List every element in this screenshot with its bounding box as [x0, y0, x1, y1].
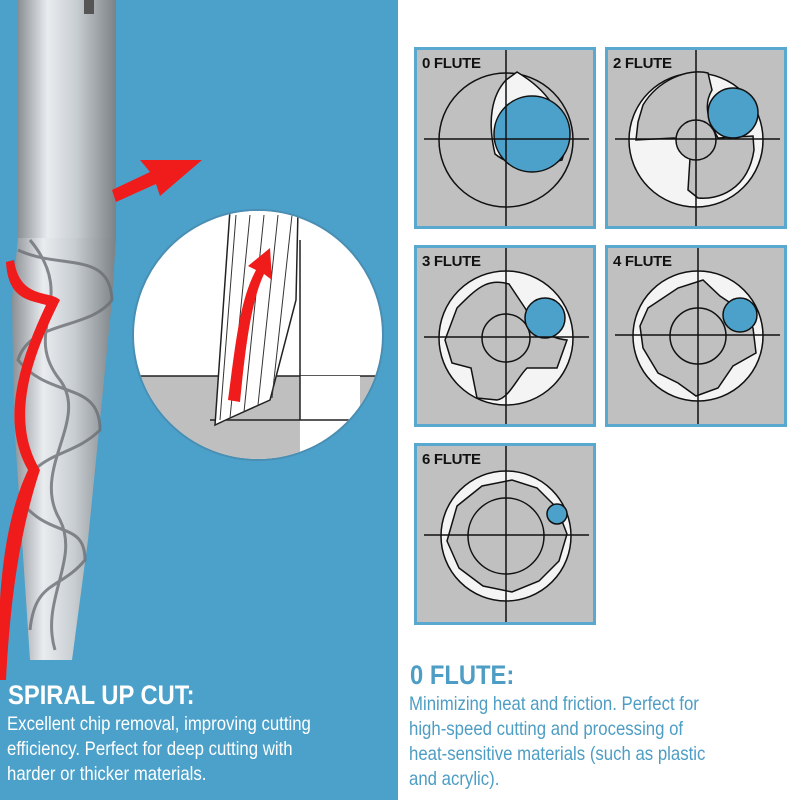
flute-desc-line: and acrylic).: [409, 768, 500, 790]
panel-2-flute: 2 FLUTE: [605, 47, 787, 229]
panel-label: 4 FLUTE: [613, 253, 672, 270]
panel-label: 0 FLUTE: [422, 55, 481, 72]
spiral-desc-line: Excellent chip removal, improving cuttin…: [7, 713, 311, 735]
blue-chip-circle: [546, 503, 568, 525]
drill-bit-illustration: [0, 0, 384, 680]
drill-shank: [18, 0, 116, 238]
blue-chip-circle: [722, 297, 758, 333]
flute-comparison-section: 0 FLUTE 2 FLUTE 3 FLUTE: [398, 0, 800, 800]
spiral-desc-line: harder or thicker materials.: [7, 763, 207, 785]
spiral-up-cut-section: SPIRAL UP CUT: Excellent chip removal, i…: [0, 0, 398, 800]
flute-title: 0 FLUTE:: [410, 660, 515, 690]
panel-4-flute: 4 FLUTE: [605, 245, 787, 427]
spiral-arrow: [0, 260, 60, 680]
spiral-desc-line: efficiency. Perfect for deep cutting wit…: [7, 738, 293, 760]
flute-desc-line: heat-sensitive materials (such as plasti…: [409, 743, 706, 765]
panel-3-flute: 3 FLUTE: [414, 245, 596, 427]
panel-label: 3 FLUTE: [422, 253, 481, 270]
blue-chip-circle: [493, 95, 571, 173]
flute-desc-line: high-speed cutting and processing of: [409, 718, 684, 740]
spiral-title: SPIRAL UP CUT:: [8, 680, 195, 710]
panel-6-flute: 6 FLUTE: [414, 443, 596, 625]
panel-label: 6 FLUTE: [422, 451, 481, 468]
blue-chip-circle: [524, 297, 566, 339]
up-arrow-head: [112, 160, 202, 202]
blue-chip-circle: [707, 87, 759, 139]
panel-0-flute: 0 FLUTE: [414, 47, 596, 229]
panel-label: 2 FLUTE: [613, 55, 672, 72]
zoom-up-arrow: [228, 248, 272, 402]
flute-desc-line: Minimizing heat and friction. Perfect fo…: [409, 693, 699, 715]
